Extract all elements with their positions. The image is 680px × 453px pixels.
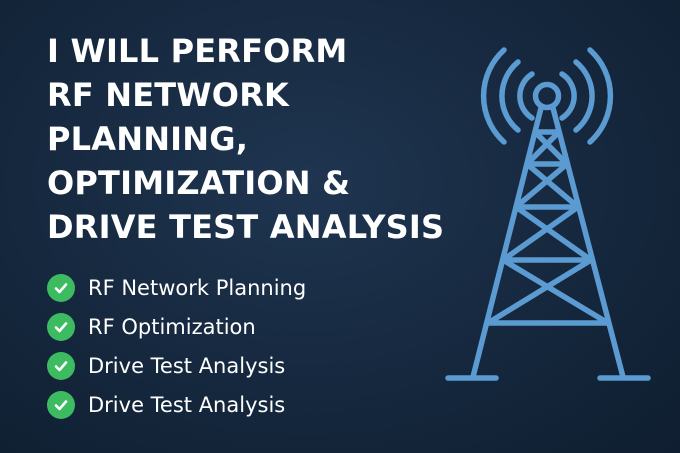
feature-item: RF Network Planning bbox=[47, 268, 306, 307]
feature-item: Drive Test Analysis bbox=[47, 346, 306, 385]
tower-brace bbox=[500, 204, 594, 263]
tower-brace bbox=[485, 257, 611, 326]
feature-item: RF Optimization bbox=[47, 307, 306, 346]
check-circle-icon bbox=[47, 312, 75, 341]
feature-label: RF Network Planning bbox=[88, 275, 307, 300]
check-circle-icon bbox=[47, 351, 75, 380]
signal-wave-left-inner bbox=[517, 71, 535, 121]
feature-item: Drive Test Analysis bbox=[47, 385, 306, 424]
signal-wave-right-middle bbox=[573, 59, 595, 133]
signal-wave-left-outer bbox=[480, 47, 507, 145]
headline: I WILL PERFORM RF NETWORK PLANNING, OPTI… bbox=[47, 29, 487, 249]
tower-brace bbox=[524, 129, 570, 167]
antenna-ball bbox=[532, 81, 562, 111]
feature-label: Drive Test Analysis bbox=[88, 353, 286, 378]
signal-wave-right-outer bbox=[587, 47, 614, 145]
feature-list: RF Network Planning RF Optimization Driv… bbox=[47, 268, 306, 424]
tower-leg-right bbox=[550, 105, 626, 380]
feature-label: Drive Test Analysis bbox=[88, 392, 286, 417]
signal-wave-left-middle bbox=[499, 59, 521, 133]
headline-line: OPTIMIZATION & bbox=[47, 164, 351, 202]
headline-line: PLANNING, bbox=[47, 120, 249, 158]
feature-label: RF Optimization bbox=[88, 314, 256, 339]
headline-line: RF NETWORK bbox=[47, 76, 290, 114]
check-circle-icon bbox=[47, 390, 75, 419]
headline-line: I WILL PERFORM bbox=[47, 32, 348, 70]
check-circle-icon bbox=[47, 273, 75, 302]
tower-brace bbox=[513, 161, 581, 210]
tower-leg-left bbox=[470, 105, 544, 380]
signal-wave-right-inner bbox=[559, 71, 577, 121]
headline-line: DRIVE TEST ANALYSIS bbox=[47, 208, 445, 246]
radio-tower-icon bbox=[445, 47, 651, 381]
